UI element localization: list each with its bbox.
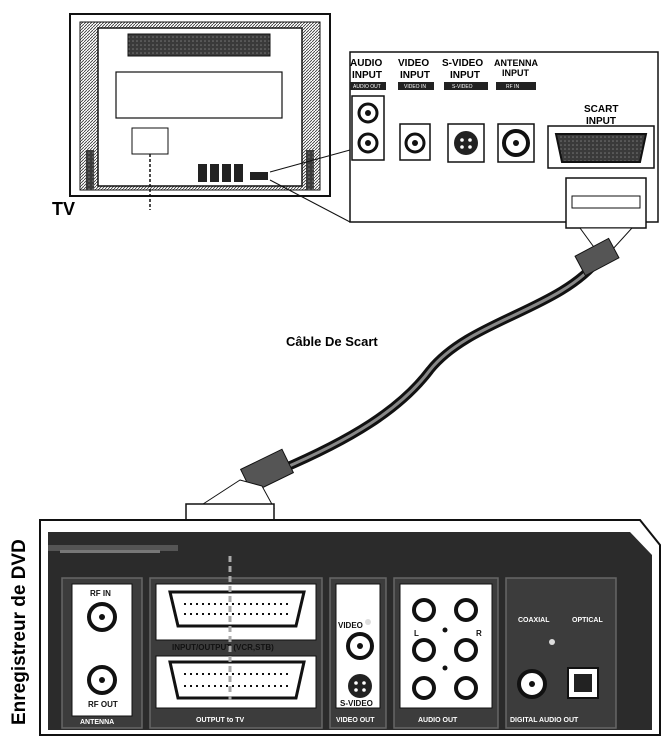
audio-l1-jack-icon: [412, 598, 436, 622]
dvd-recorder-rear: RF IN RF OUT ANTENNA INPUT/OUTPUT (VCR,S…: [39, 519, 661, 736]
antenna-input-label-2: INPUT: [502, 68, 530, 78]
audio-r1-jack-icon: [454, 598, 478, 622]
tv-scart-socket-icon: [554, 133, 648, 163]
tv-label: TV: [52, 199, 75, 219]
scart-output-label: OUTPUT to TV: [196, 717, 245, 724]
audio-out-label: AUDIO OUT: [418, 717, 458, 724]
audio-r2-jack-icon: [454, 638, 478, 662]
audio-input-label-1: AUDIO: [350, 58, 382, 69]
video-input-label-2: INPUT: [400, 70, 430, 81]
scart-cable: [185, 177, 647, 559]
svideo-jack-icon: [454, 131, 478, 155]
video-input-label-1: VIDEO: [398, 58, 429, 69]
video-label: VIDEO: [338, 621, 363, 630]
antenna-input-label-1: ANTENNA: [494, 58, 538, 68]
svideo-input-label-1: S-VIDEO: [442, 58, 483, 69]
scart-input-label-2: INPUT: [586, 116, 616, 127]
scart-input-socket-icon: [168, 590, 306, 628]
audio-l2-jack-icon: [412, 638, 436, 662]
antenna-out-label: RF OUT: [88, 700, 118, 709]
audio-left-label: L: [414, 629, 419, 638]
scart-input-label: INPUT/OUTPUT (VCR,STB): [172, 643, 274, 652]
video-input-tag: VIDEO IN: [404, 84, 426, 90]
cable-label: Câble De Scart: [286, 334, 378, 349]
tv-rear: [69, 13, 331, 210]
tv-jack-panel: AUDIO INPUT AUDIO OUT VIDEO INPUT VIDEO …: [349, 51, 659, 223]
svideo-input-tag: S-VIDEO: [452, 84, 473, 90]
audio-input-label-2: INPUT: [352, 70, 382, 81]
video-out-label: VIDEO OUT: [336, 717, 375, 724]
audio-l3-jack-icon: [412, 676, 436, 700]
audio-input-tag: AUDIO OUT: [353, 84, 381, 90]
scart-input-label-1: SCART: [584, 104, 618, 115]
antenna-in-label: RF IN: [90, 589, 111, 598]
recorder-label: Enregistreur de DVD: [9, 539, 30, 725]
svideo-out-jack-icon: [348, 674, 372, 698]
cable-plug-bottom-icon: [239, 448, 295, 494]
digital-audio-out-label: DIGITAL AUDIO OUT: [510, 717, 579, 724]
audio-right-label: R: [476, 629, 482, 638]
scart-output-socket-icon: [168, 660, 306, 700]
coaxial-label: COAXIAL: [518, 617, 550, 624]
audio-r3-jack-icon: [454, 676, 478, 700]
svideo-input-label-2: INPUT: [450, 70, 480, 81]
antenna-panel-label: ANTENNA: [80, 719, 114, 726]
cable-plug-top-icon: [574, 237, 620, 277]
antenna-input-tag: RF IN: [506, 84, 519, 90]
svideo-label: S-VIDEO: [340, 699, 373, 708]
optical-label: OPTICAL: [572, 617, 603, 624]
